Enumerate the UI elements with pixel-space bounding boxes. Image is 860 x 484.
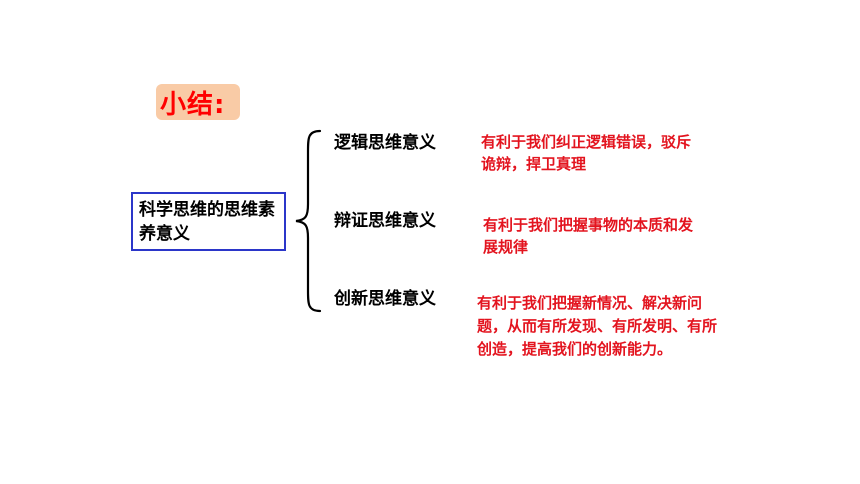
summary-title: 小结: (156, 84, 240, 120)
branch-description-innovation: 有利于我们把握新情况、解决新问题，从而有所发现、有所发明、有所创造，提高我们的创… (477, 294, 718, 358)
root-concept-box: 科学思维的思维素养意义 (131, 192, 286, 251)
branch-description-logic: 有利于我们纠正逻辑错误，驳斥诡辩，捍卫真理 (481, 133, 692, 173)
summary-title-text: 小结: (160, 89, 226, 120)
curly-brace-icon (295, 129, 322, 313)
branch-label-logic: 逻辑思维意义 (334, 133, 436, 153)
branch-description-dialectic: 有利于我们把握事物的本质和发展规律 (483, 216, 694, 256)
branch-label-dialectic: 辩证思维意义 (334, 211, 436, 231)
branch-label-innovation: 创新思维意义 (334, 289, 436, 309)
root-concept-label: 科学思维的思维素养意义 (139, 200, 275, 244)
